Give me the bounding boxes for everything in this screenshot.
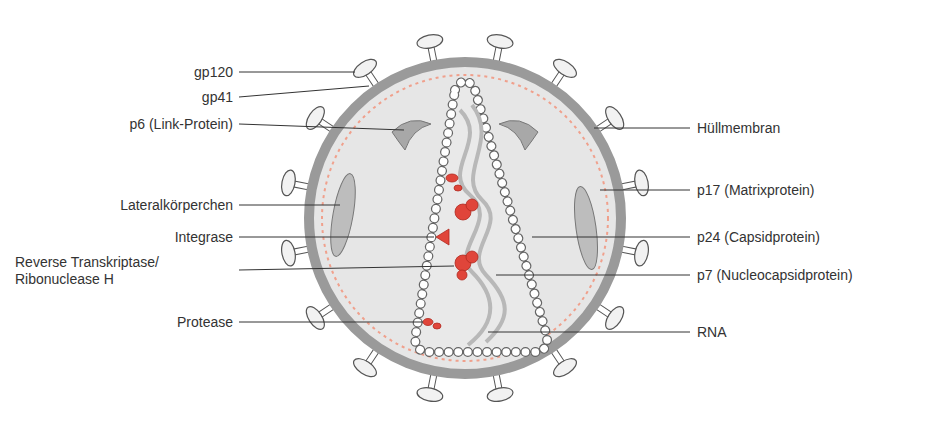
part-label: Protease <box>176 314 234 331</box>
part-label: Lateralkörperchen <box>119 197 234 214</box>
rna-strand <box>460 110 490 345</box>
part-label: Reverse Transkriptase/ Ribonuclease H <box>14 254 231 288</box>
leader-lines <box>239 72 690 332</box>
part-label: Hüllmembran <box>696 120 781 137</box>
envelope-spikes <box>280 33 651 404</box>
part-label: p24 (Capsidprotein) <box>696 229 821 246</box>
part-label: p17 (Matrixprotein) <box>696 182 816 199</box>
part-label: p7 (Nucleocapsidprotein) <box>696 267 854 284</box>
lateral-body <box>326 172 360 258</box>
capsid-cone <box>415 81 547 352</box>
part-label: gp41 <box>201 89 234 106</box>
part-label: Integrase <box>174 229 234 246</box>
part-label: gp120 <box>193 64 234 81</box>
matrix-layer <box>322 75 608 361</box>
rna-strand <box>472 105 505 342</box>
enzymes <box>423 174 478 329</box>
part-label: RNA <box>696 324 728 341</box>
envelope-membrane <box>309 62 621 374</box>
part-label: p6 (Link-Protein) <box>129 116 235 133</box>
link-protein <box>499 120 538 150</box>
lateral-body <box>570 185 601 271</box>
link-protein <box>392 120 431 150</box>
